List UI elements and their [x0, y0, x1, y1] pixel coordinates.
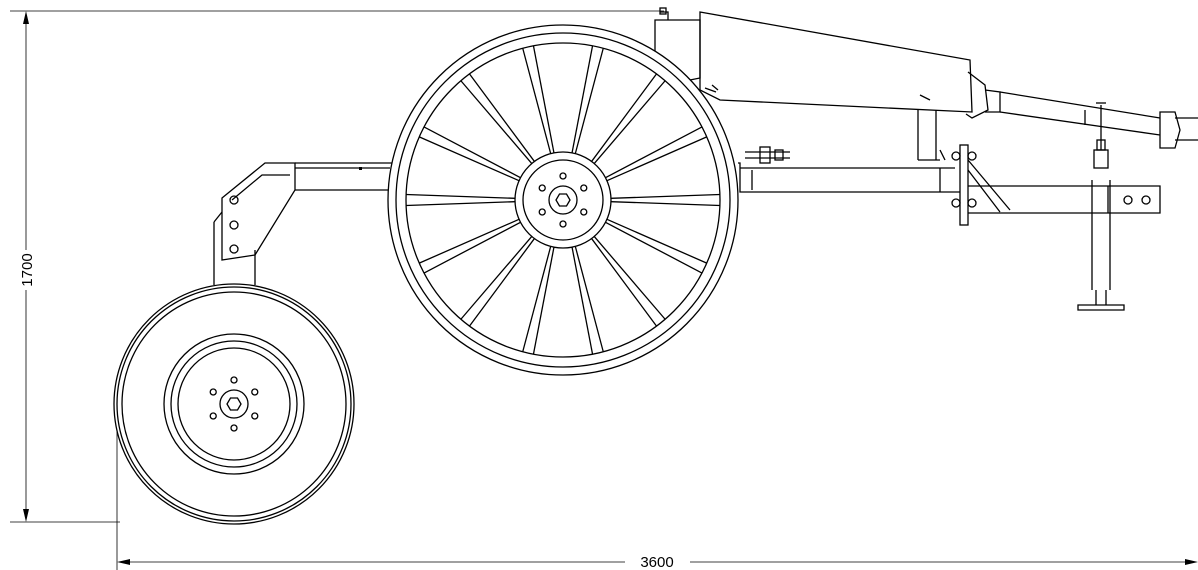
jack-stand — [1077, 102, 1125, 311]
gearbox-housing — [654, 7, 1198, 161]
height-dimension: 1700 — [10, 10, 664, 523]
large-wheel — [387, 24, 739, 376]
small-wheel — [113, 283, 355, 525]
width-dimension-label: 3600 — [640, 554, 673, 570]
height-dimension-label: 1700 — [19, 253, 36, 286]
width-dimension: 3600 — [116, 415, 1198, 570]
drawbar — [738, 144, 1161, 226]
rear-bracket — [213, 162, 395, 285]
